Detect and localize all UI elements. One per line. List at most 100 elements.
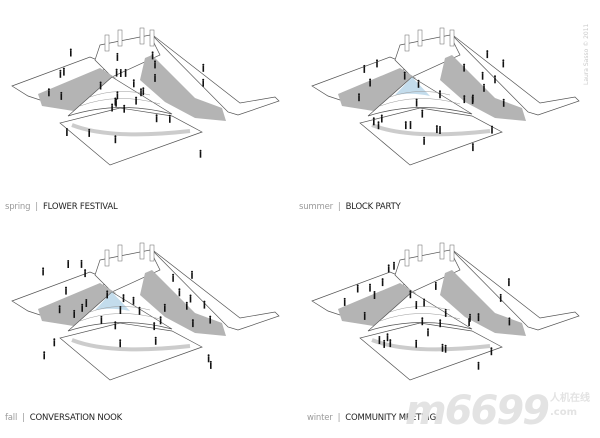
person-figure [421,111,424,118]
person-figure [477,363,480,370]
person-figure [123,106,125,113]
person-head [369,283,371,286]
person-figure [439,321,441,328]
person-figure [417,81,420,88]
person-head [140,88,142,91]
person-figure [154,338,157,345]
person-head [114,135,117,138]
event-title: BLOCK PARTY [345,202,401,212]
person-head [142,87,145,90]
person-figure [115,100,117,107]
person-figure [80,261,83,268]
person-figure [415,303,418,309]
person-head [81,303,84,306]
person-figure [106,292,108,299]
person-figure [491,127,493,134]
axonometric-plan-summer [311,27,580,166]
person-figure [387,266,390,273]
person-figure [439,92,441,99]
person-figure [508,280,510,287]
person-head [202,78,205,81]
right-wing-outline [149,32,280,116]
season-label: spring [5,202,31,212]
person-head [138,306,141,309]
event-title: FLOWER FESTIVAL [42,202,118,212]
person-figure [483,85,485,92]
right-shaded-zone [140,270,226,336]
person-head [439,90,441,93]
person-head [85,299,88,301]
axonometric-plan-fall [11,242,280,381]
person-figure [164,305,166,312]
person-head [369,78,372,81]
planting-strip [71,123,191,137]
left-shaded-zone [38,283,116,327]
person-figure [423,300,425,307]
person-figure [502,100,505,107]
gate-pillar [439,27,445,45]
person-figure [343,299,346,306]
gate-pillar [139,242,145,260]
season-label: fall [5,413,18,423]
axonometric-plan-winter [311,242,580,381]
person-head [153,322,156,325]
planting-strip [71,338,191,352]
plaza-fan [367,76,473,117]
person-head [47,88,50,91]
person-head [42,267,45,270]
person-figure [63,69,65,76]
person-head [58,305,61,308]
gate-pillar [104,249,110,267]
person-figure [154,62,156,69]
person-figure [377,123,380,130]
person-head [502,98,505,101]
person-figure [189,296,192,303]
person-head [155,114,158,117]
person-figure [65,288,67,295]
person-figure [393,263,395,270]
gate-pillar [149,244,155,262]
person-head [178,288,181,291]
person-head [409,121,412,123]
person-head [132,296,135,299]
person-figure [415,100,418,107]
person-head [373,291,376,293]
person-figure [192,321,194,328]
person-figure [477,315,480,322]
person-figure [58,307,61,314]
plaza-fan [67,76,173,117]
watermark-subtext: 人机在线 .com [550,393,590,418]
person-figure [116,93,119,100]
person-figure [373,293,376,299]
person-figure [463,65,465,72]
person-head [172,273,175,276]
person-figure [486,52,489,59]
person-head [383,339,386,342]
person-head [135,96,138,99]
plaza-arc [379,313,461,322]
person-head [115,68,118,71]
person-figure [369,285,371,292]
person-head [114,321,117,324]
gate-pillar [404,34,410,52]
person-head [377,121,380,124]
caption-winter: winter|COMMUNITY MEETING [307,413,436,423]
person-head [132,79,135,82]
person-head [106,290,109,293]
person-figure [172,275,174,282]
event-title: COMMUNITY MEETING [345,413,437,423]
person-head [154,73,156,76]
person-figure [386,335,389,342]
gate-pillar [149,29,155,47]
lower-plaza [359,107,503,166]
person-head [499,293,502,296]
person-figure [209,317,211,324]
person-head [67,260,70,262]
person-figure [43,353,45,360]
planting-strip [371,338,491,352]
person-head [490,347,493,350]
person-head [202,63,205,66]
person-head [427,328,429,331]
person-figure [203,302,206,309]
person-figure [70,50,72,57]
